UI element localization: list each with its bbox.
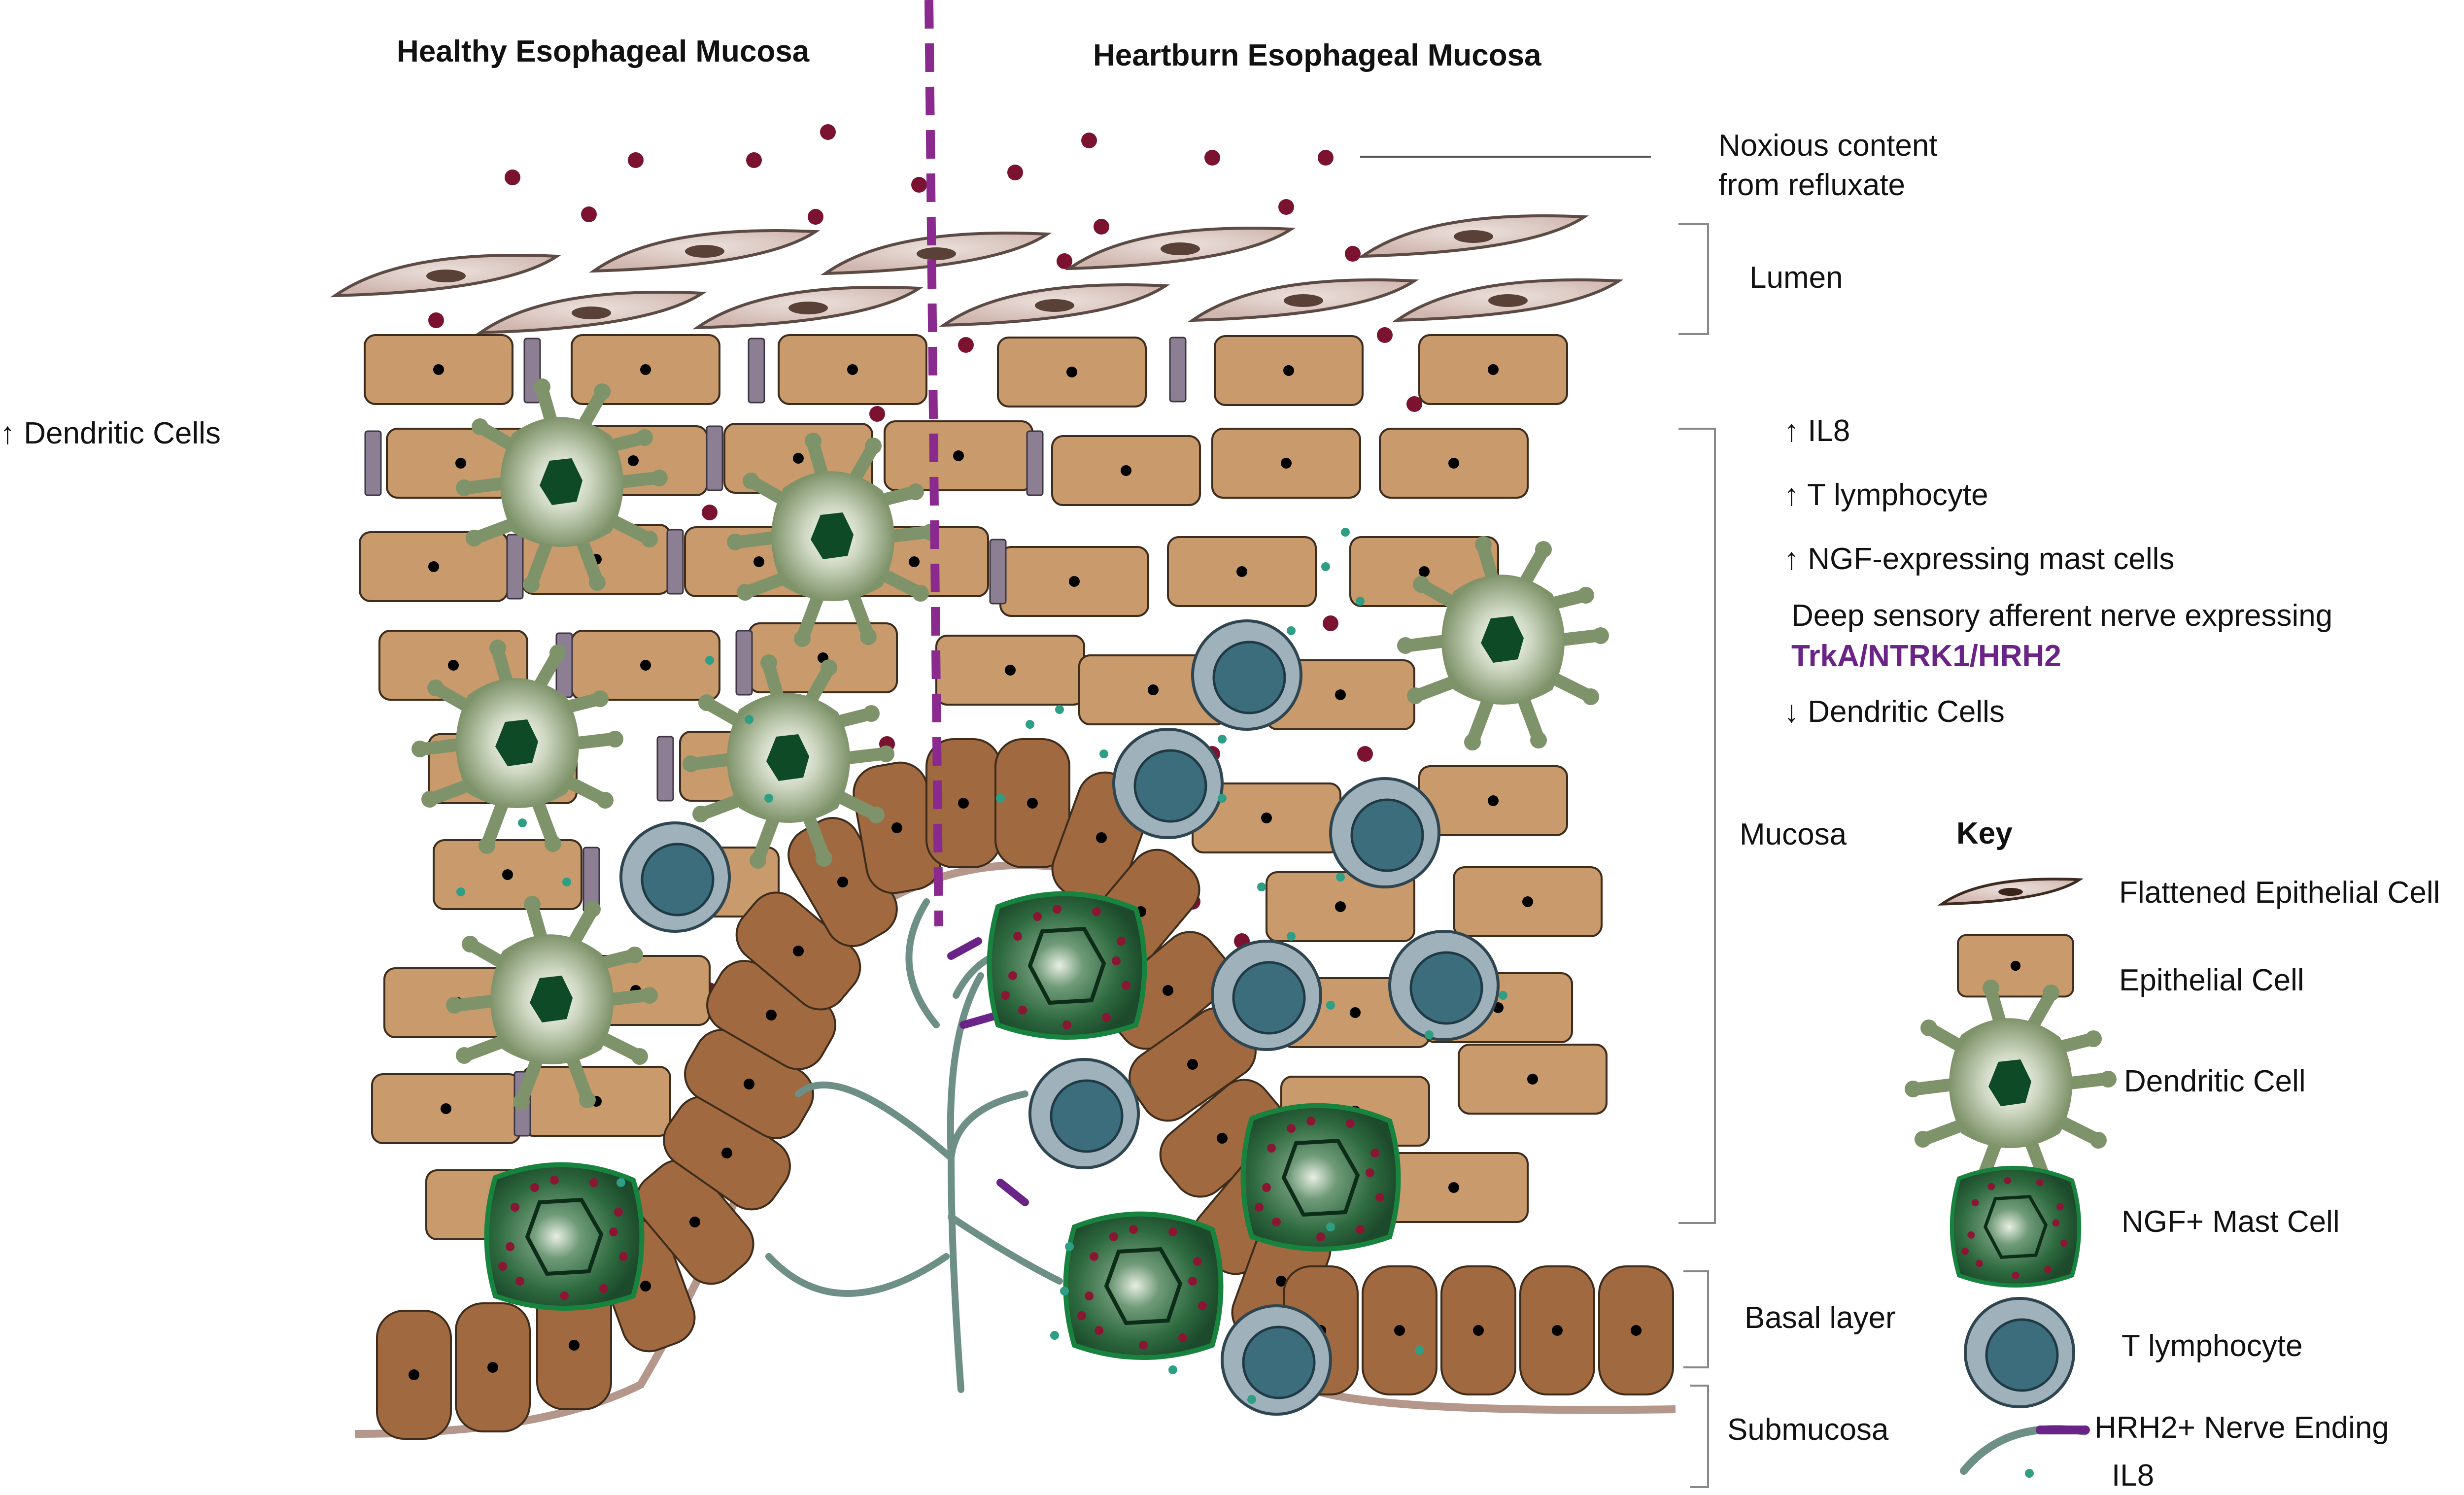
- key-label-dendritic: Dendritic Cell: [2124, 1064, 2306, 1098]
- t-lymphocyte-increase: ↑ T lymphocyte: [1784, 478, 1988, 512]
- key-label-il8: IL8: [2112, 1459, 2154, 1493]
- mucosa-bracket: [1678, 428, 1716, 1224]
- healthy-mucosa-title: Healthy Esophageal Mucosa: [397, 34, 810, 68]
- dendritic-cell-icon: [1905, 980, 2117, 1194]
- noxious-label-line1: Noxious content: [1718, 129, 1938, 163]
- nerve-genes: TrkA/NTRK1/HRH2: [1791, 639, 2061, 673]
- basal-layer-bracket: [1683, 1270, 1709, 1368]
- key-label-mast: NGF+ Mast Cell: [2122, 1205, 2340, 1239]
- key-legend: Key Flattened Epithelial Cell Epithelial…: [1905, 816, 2440, 1493]
- noxious-label-line2: from refluxate: [1718, 168, 1905, 202]
- center-divider: [924, 0, 943, 927]
- hrh2-nerve-endings: [947, 937, 1029, 1206]
- hrh2-nerve-ending-icon: [1960, 1425, 2090, 1475]
- key-label-nerve-ending: HRH2+ Nerve Ending: [2094, 1411, 2389, 1445]
- submucosa-bracket: [1690, 1385, 1709, 1488]
- ngf-mast-increase: ↑ NGF-expressing mast cells: [1784, 542, 2174, 576]
- il8-increase: ↑ IL8: [1784, 414, 1850, 448]
- t-lymphocyte-icon: [1965, 1298, 2074, 1407]
- flattened-epithelial-cell-icon: [1937, 878, 2084, 906]
- mucosa-label: Mucosa: [1740, 817, 1847, 851]
- basal-layer-label: Basal layer: [1745, 1301, 1896, 1335]
- increased-dendritic-cells-note: ↑ Dendritic Cells: [0, 416, 221, 450]
- ngf-mast-cell-icon: [1952, 1168, 2079, 1286]
- lumen-label: Lumen: [1749, 261, 1843, 295]
- lumen-bracket: [1678, 223, 1709, 335]
- key-label-t-lymphocyte: T lymphocyte: [2122, 1329, 2303, 1363]
- il8-dot-icon: [2025, 1469, 2034, 1478]
- key-label-epithelial: Epithelial Cell: [2119, 963, 2304, 997]
- key-title: Key: [1956, 816, 2013, 850]
- il8-dots: [456, 528, 1507, 1404]
- nerve-expression-line: Deep sensory afferent nerve expressing: [1791, 599, 2332, 633]
- dendritic-decrease: ↓ Dendritic Cells: [1784, 695, 2005, 729]
- key-label-flattened: Flattened Epithelial Cell: [2119, 876, 2440, 910]
- submucosa-label: Submucosa: [1727, 1413, 1889, 1447]
- flattened-epithelial-layer: [335, 216, 1619, 333]
- heartburn-mucosa-title: Heartburn Esophageal Mucosa: [1093, 38, 1541, 72]
